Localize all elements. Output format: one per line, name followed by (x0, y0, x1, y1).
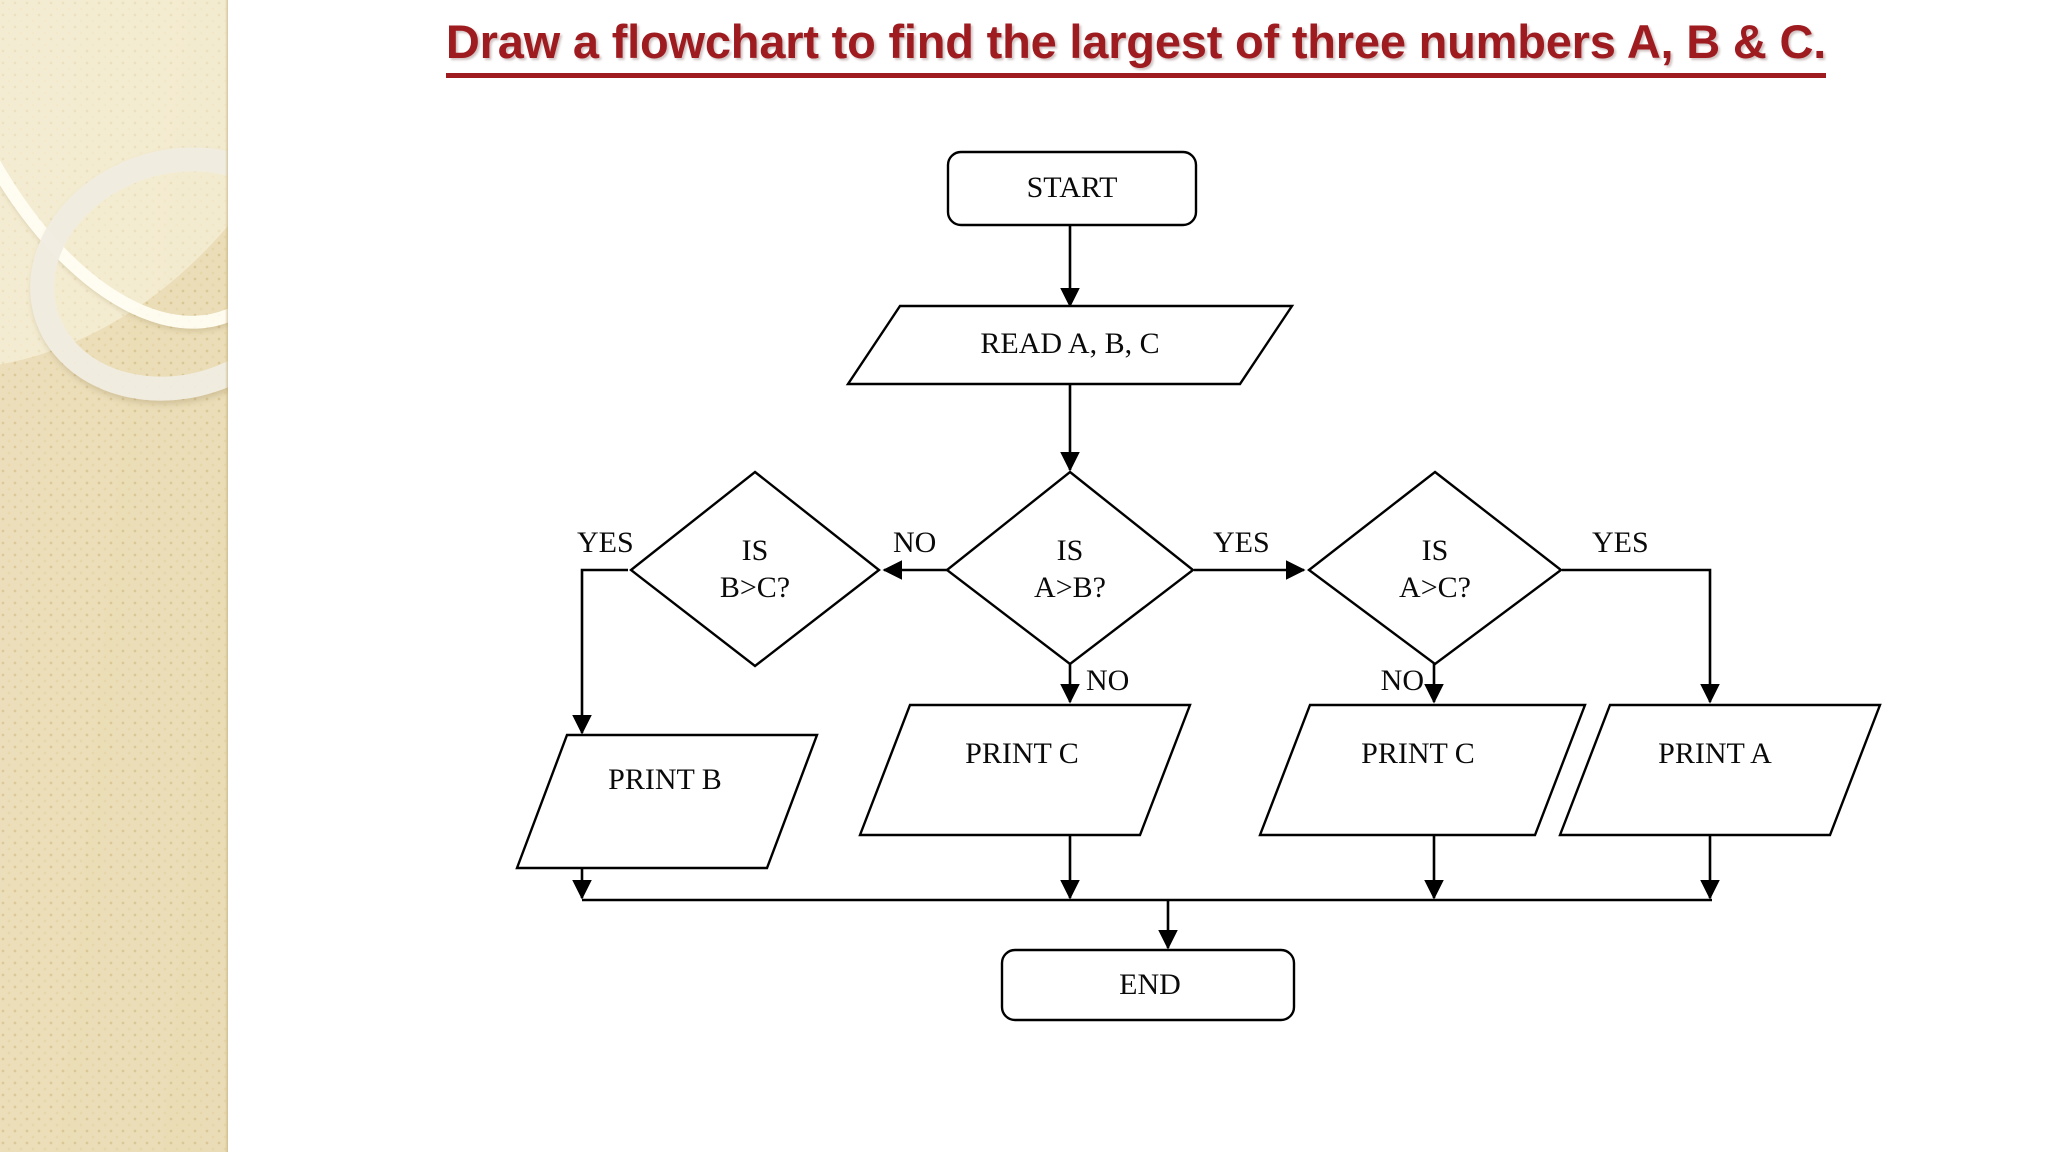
edge-label-ac-yes: YES (1592, 526, 1649, 559)
node-decision-bc-label-line1: IS (742, 534, 769, 567)
node-print-c-mid[interactable]: PRINT C (858, 703, 1192, 837)
node-start[interactable]: START (946, 150, 1198, 227)
node-print-c-right[interactable]: PRINT C (1258, 703, 1587, 837)
node-decision-ab-label-line2: A>B? (1034, 571, 1106, 604)
node-decision-ac-label-line1: IS (1422, 534, 1449, 567)
node-print-b[interactable]: PRINT B (515, 733, 819, 870)
page-title: Draw a flowchart to find the largest of … (250, 15, 2022, 78)
edge-label-bc-yes: YES (577, 526, 634, 559)
sidebar-texture (0, 0, 228, 1152)
node-end-label: END (1119, 968, 1181, 1001)
node-decision-ac-label-line2: A>C? (1399, 571, 1471, 604)
node-read[interactable]: READ A, B, C (845, 304, 1295, 386)
node-print-a[interactable]: PRINT A (1558, 703, 1882, 837)
node-print-c-right-label: PRINT C (1361, 737, 1475, 770)
edge-label-ab-yes: YES (1213, 526, 1270, 559)
edge-label-ab-no-left: NO (893, 526, 936, 559)
page-title-text: Draw a flowchart to find the largest of … (445, 15, 1826, 78)
node-print-b-label: PRINT B (608, 763, 722, 796)
node-print-c-mid-label: PRINT C (965, 737, 1079, 770)
connector-ac-yes-to-print-a (1562, 568, 1720, 704)
edge-label-ab-no-down: NO (1086, 664, 1129, 697)
node-read-label: READ A, B, C (980, 327, 1159, 360)
node-decision-ab[interactable]: IS A>B? (945, 470, 1195, 666)
decorative-sidebar (0, 0, 228, 1152)
node-end[interactable]: END (1000, 948, 1296, 1022)
edge-label-ac-no: NO (1381, 664, 1424, 697)
node-start-label: START (1027, 171, 1118, 204)
node-decision-ab-label-line1: IS (1057, 534, 1084, 567)
connector-bc-yes-to-print-b (572, 568, 628, 735)
sidebar-gradient-wash (0, 0, 228, 1152)
node-print-a-label: PRINT A (1658, 737, 1772, 770)
node-decision-ac[interactable]: IS A>C? (1307, 470, 1563, 666)
sidebar-edge-shadow (225, 0, 228, 1152)
node-decision-bc-label-line2: B>C? (720, 571, 790, 604)
node-decision-bc[interactable]: IS B>C? (629, 470, 881, 668)
